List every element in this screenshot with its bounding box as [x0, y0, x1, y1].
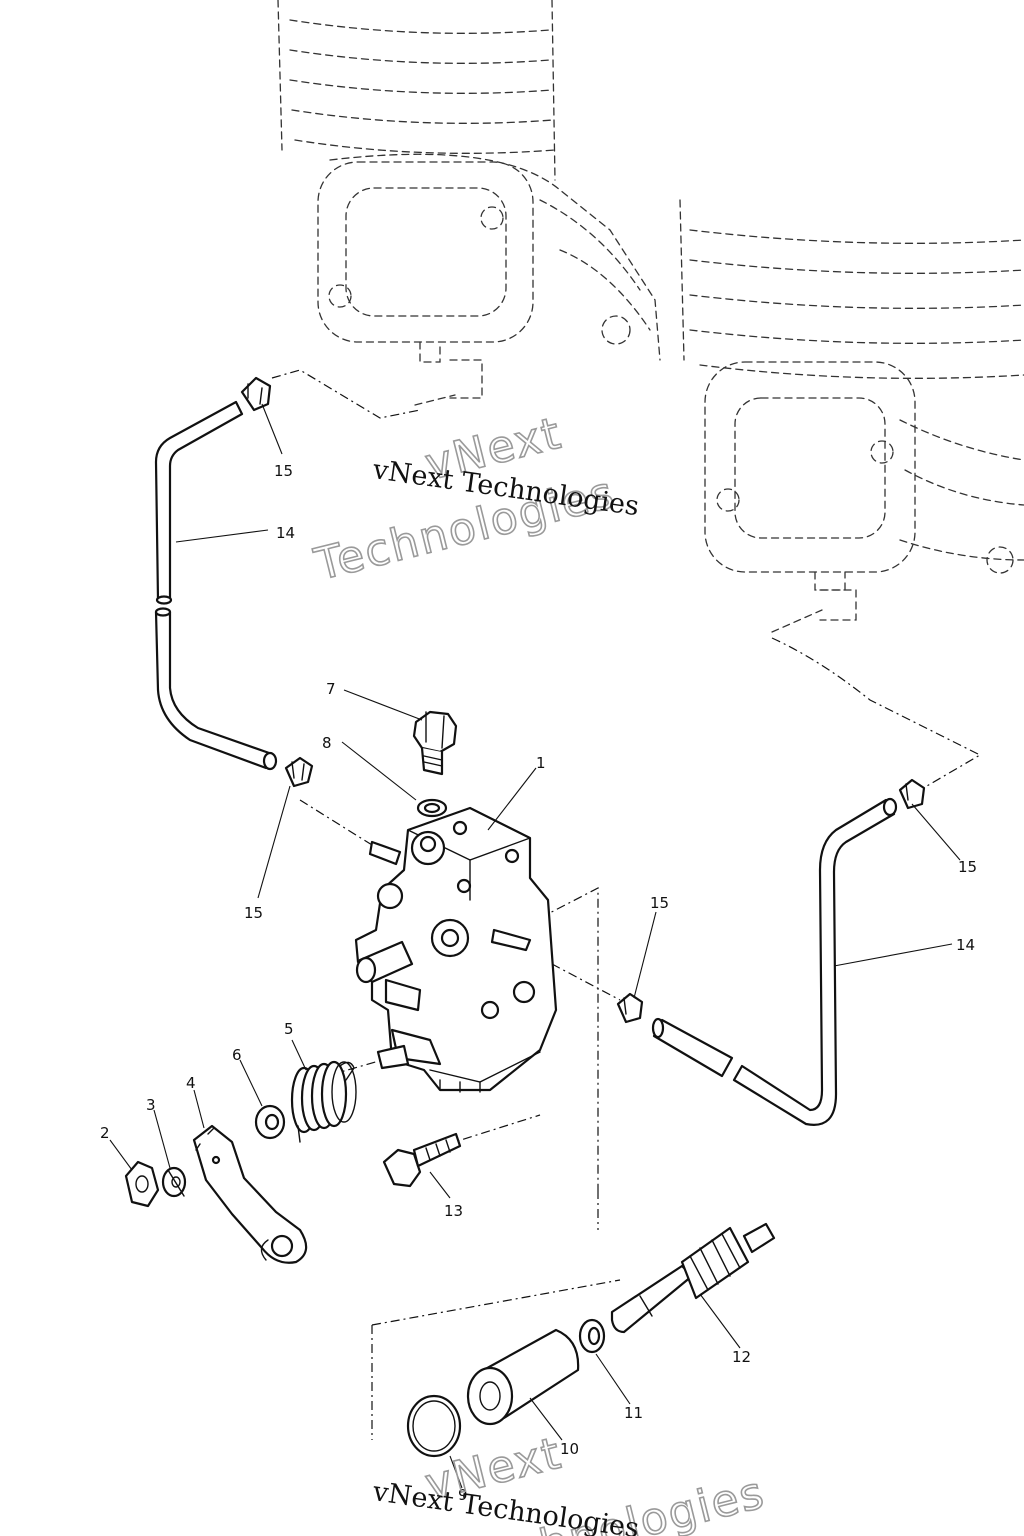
callout-2: 2: [100, 1124, 110, 1142]
hose-clamp-top-left: [240, 376, 272, 412]
callout-9: 9: [458, 1486, 468, 1504]
mounting-bolt: [382, 1132, 462, 1188]
callout-leaders: [109, 403, 961, 1489]
oil-pump-body: [354, 806, 558, 1093]
engine-cylinder-right: [679, 199, 1024, 633]
callout-7: 7: [326, 680, 336, 698]
sealing-washer: [416, 798, 448, 818]
hose-clamp-mid-left: [284, 756, 314, 788]
callout-3: 3: [146, 1096, 156, 1114]
pump-drive-shaft: [610, 1222, 776, 1334]
lever-washer: [254, 1104, 286, 1140]
hose-clamp-pump-outlet: [616, 992, 644, 1024]
thrust-washer: [578, 1318, 606, 1354]
callout-12: 12: [732, 1348, 751, 1366]
o-ring: [406, 1394, 462, 1458]
callout-13: 13: [444, 1202, 463, 1220]
callout-8: 8: [322, 734, 332, 752]
oil-hose-left: [154, 400, 278, 771]
callout-15-top-left: 15: [274, 462, 293, 480]
hex-nut: [124, 1160, 160, 1208]
watermark-top: vNext Technologies vNext Technologies: [309, 407, 641, 592]
callout-11: 11: [624, 1404, 643, 1422]
callout-14-right: 14: [956, 936, 975, 954]
callout-15-right: 15: [958, 858, 977, 876]
callout-6: 6: [232, 1046, 242, 1064]
callout-14-left: 14: [276, 524, 295, 542]
callout-4: 4: [186, 1074, 196, 1092]
callout-1: 1: [536, 754, 546, 772]
lock-washer: [161, 1166, 187, 1198]
return-spring: [290, 1060, 357, 1143]
callout-numbers: 1 2 3 4 5 6 7 8 9 10 11 12 13 14 14 15 1…: [100, 462, 977, 1504]
shaft-bushing: [466, 1328, 580, 1426]
engine-cylinder-left: [277, 0, 661, 406]
callout-5: 5: [284, 1020, 294, 1038]
banjo-bolt: [412, 710, 458, 776]
pump-control-lever: [192, 1124, 308, 1264]
callout-10: 10: [560, 1440, 579, 1458]
oil-hose-right: [651, 797, 898, 1126]
hose-clamp-right: [898, 778, 926, 810]
callout-15-mid-left: 15: [244, 904, 263, 922]
callout-15-pump: 15: [650, 894, 669, 912]
